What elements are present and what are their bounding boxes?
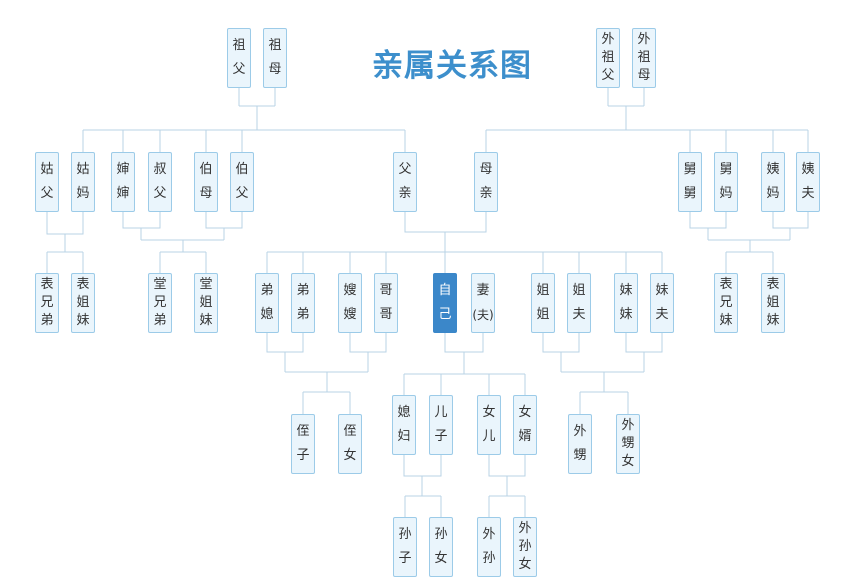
node-waisun: 外孙 [477,517,501,577]
node-biaojiemei-maternal: 表姐妹 [761,273,785,333]
node-yima: 姨妈 [761,152,785,212]
node-fuqin: 父亲 [393,152,417,212]
node-zufu: 祖父 [227,28,251,88]
node-gufu: 姑父 [35,152,59,212]
node-waizufu: 外祖父 [596,28,620,88]
node-erzi: 儿子 [429,395,453,455]
connector-lines [46,88,809,517]
node-gumu: 姑妈 [71,152,95,212]
node-meifu: 妹夫 [650,273,674,333]
node-bofu: 伯父 [230,152,254,212]
node-biaojiemei-paternal: 表姐妹 [71,273,95,333]
node-zhizi: 侄子 [291,414,315,474]
node-jiujiu: 舅舅 [678,152,702,212]
node-gege: 哥哥 [374,273,398,333]
node-xifu: 媳妇 [392,395,416,455]
node-ziji-self: 自己 [433,273,457,333]
node-qi-spouse: 妻(夫) [471,273,495,333]
node-zumu: 祖母 [263,28,287,88]
node-saosao: 嫂嫂 [338,273,362,333]
node-shenshen: 婶婶 [111,152,135,212]
node-tangxiongdi: 堂兄弟 [148,273,172,333]
node-nver: 女儿 [477,395,501,455]
node-biaoxiongdi: 表兄弟 [35,273,59,333]
node-waisheng: 外甥 [568,414,592,474]
diagram-title: 亲属关系图 [372,48,532,84]
node-biaoxiongmei: 表兄妹 [714,273,738,333]
node-muqin: 母亲 [474,152,498,212]
node-waisunnv: 外孙女 [513,517,537,577]
node-waishengnv: 外甥女 [616,414,640,474]
node-waizumu: 外祖母 [632,28,656,88]
node-sunzi: 孙子 [393,517,417,577]
node-nvxu: 女婿 [513,395,537,455]
node-bomu: 伯母 [194,152,218,212]
node-zhinv: 侄女 [338,414,362,474]
node-dixi: 弟媳 [255,273,279,333]
node-jiuma: 舅妈 [714,152,738,212]
node-tangjiemei: 堂姐妹 [194,273,218,333]
node-meimei: 妹妹 [614,273,638,333]
node-yifu: 姨夫 [796,152,820,212]
node-didi: 弟弟 [291,273,315,333]
node-jiejie: 姐姐 [531,273,555,333]
node-shufu: 叔父 [148,152,172,212]
node-jiefu: 姐夫 [567,273,591,333]
node-sunnv: 孙女 [429,517,453,577]
